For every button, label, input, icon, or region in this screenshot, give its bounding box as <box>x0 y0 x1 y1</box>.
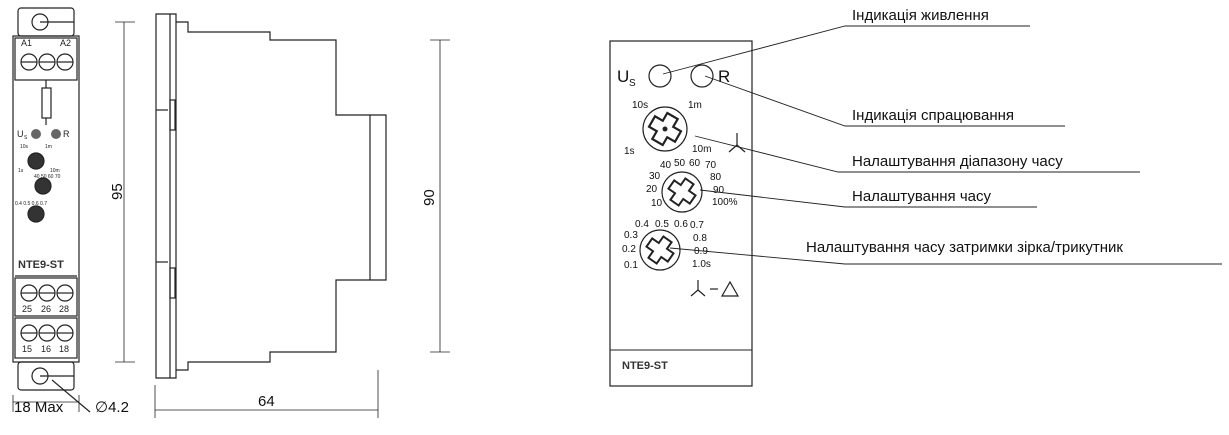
delay-tick-0.3: 0.3 <box>624 230 638 241</box>
delay-tick-0.6: 0.6 <box>674 219 688 230</box>
time-knob[interactable] <box>661 171 703 213</box>
dim-height-90: 90 <box>421 189 438 206</box>
front-tick-row: 40 50 60 70 <box>34 174 61 180</box>
delay-tick-0.7: 0.7 <box>690 220 704 231</box>
panel-labels: U S R 10s 1m 1s 10m 40 50 60 70 80 90 10… <box>617 67 738 372</box>
range-tick-br: 10m <box>692 144 711 155</box>
panel-view <box>609 40 753 387</box>
time-tick-100: 100% <box>712 197 738 208</box>
time-tick-80: 80 <box>710 172 722 183</box>
front-tick-1s: 1s <box>18 168 24 174</box>
front-tick-1m: 1m <box>45 144 52 150</box>
range-knob[interactable] <box>642 106 688 152</box>
delay-tick-1.0s: 1.0s <box>692 259 711 270</box>
terminal-16: 16 <box>41 344 51 354</box>
terminal-15: 15 <box>22 344 32 354</box>
dim-width-18: 18 Max <box>14 399 64 416</box>
terminal-a1: A1 <box>21 38 32 48</box>
delay-tick-0.8: 0.8 <box>693 233 707 244</box>
panel-r-label: R <box>718 67 730 86</box>
front-tick-10s: 10s <box>20 144 29 150</box>
delay-tick-0.9: 0.9 <box>694 246 708 257</box>
led-us-indicator <box>648 64 672 88</box>
time-tick-20: 20 <box>646 184 658 195</box>
dim-depth-64: 64 <box>258 393 275 410</box>
terminal-18: 18 <box>59 344 69 354</box>
delay-knob[interactable] <box>639 229 681 271</box>
dimension-lines <box>12 21 450 418</box>
dim-hole: ∅4.2 <box>95 399 129 416</box>
callout-labels: Індикація живлення Індикація спрацювання… <box>806 7 1123 256</box>
label-delay-setting: Налаштування часу затримки зірка/трикутн… <box>806 239 1123 256</box>
terminal-26: 26 <box>41 304 51 314</box>
leader-lines <box>662 25 1222 265</box>
delay-tick-0.1: 0.1 <box>624 260 638 271</box>
time-tick-30: 30 <box>649 171 661 182</box>
panel-model: NTE9-ST <box>622 360 668 372</box>
range-tick-tr: 1m <box>688 100 702 111</box>
front-led-us-sub: S <box>24 135 28 141</box>
panel-frame <box>609 40 753 387</box>
star-delta-icon <box>690 280 740 297</box>
time-tick-70: 70 <box>705 160 717 171</box>
front-tick-row2: 0.4 0.5 0.6 0.7 <box>15 201 47 207</box>
terminal-a2: A2 <box>60 38 71 48</box>
front-model: NTE9-ST <box>18 259 64 271</box>
label-range-setting: Налаштування діапазону часу <box>852 153 1063 170</box>
label-time-setting: Налаштування часу <box>852 188 991 205</box>
time-tick-60: 60 <box>689 158 701 169</box>
label-trip-indication: Індикація спрацювання <box>852 107 1014 124</box>
panel-us-sub: S <box>629 78 636 89</box>
time-tick-90: 90 <box>713 185 725 196</box>
front-tick-10m: 10m <box>50 168 60 174</box>
time-tick-10: 10 <box>651 198 663 209</box>
side-view <box>155 13 387 379</box>
delay-tick-0.5: 0.5 <box>655 219 669 230</box>
dim-height-95: 95 <box>109 183 126 200</box>
front-led-us-label: U <box>17 129 24 139</box>
range-tick-bl: 1s <box>624 146 635 157</box>
delay-tick-0.2: 0.2 <box>622 244 636 255</box>
range-tick-tl: 10s <box>632 100 648 111</box>
time-tick-40: 40 <box>660 160 672 171</box>
label-power-indication: Індикація живлення <box>852 7 989 24</box>
terminal-25: 25 <box>22 304 32 314</box>
panel-us-label: U <box>617 67 629 86</box>
delay-tick-0.4: 0.4 <box>635 219 649 230</box>
front-led-r-label: R <box>63 129 70 139</box>
front-view <box>12 7 91 413</box>
terminal-28: 28 <box>59 304 69 314</box>
led-r-indicator <box>690 64 714 88</box>
front-labels: A1 A2 U S R 10s 1m 1s 10m 40 50 60 70 0.… <box>15 38 71 354</box>
time-tick-50: 50 <box>674 158 686 169</box>
